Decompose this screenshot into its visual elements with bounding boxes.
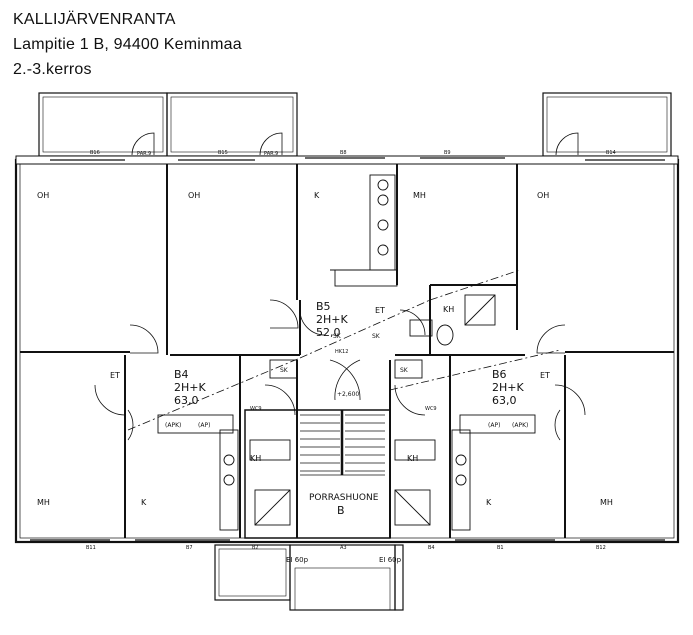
room-ap-2: (AP) [198, 422, 210, 429]
room-labels: OH OH K MH OH KH ET ET ET KH KH MH K K M… [37, 191, 613, 507]
apartment-b4-type: 2H+K [174, 381, 206, 394]
room-sk-3: SK [333, 333, 342, 340]
room-et-b5: ET [375, 306, 385, 315]
room-kh-b6: KH [407, 454, 418, 463]
room-sk-2: SK [400, 367, 409, 374]
balcony-label-2: B15 [218, 150, 228, 156]
room-et-b6: ET [540, 371, 550, 380]
bottom-label-5: B4 [428, 545, 435, 551]
stairwell-labels: PORRASHUONE B +2,600 EI 60p EI 60p [286, 391, 402, 564]
apartment-b5-id: B5 [316, 300, 331, 313]
floor-level: 2.-3.kerros [13, 61, 92, 78]
windows [30, 157, 665, 541]
bottom-label-6: B1 [497, 545, 504, 551]
room-ap-3: (AP) [488, 422, 500, 429]
fixtures [157, 174, 536, 531]
apartment-b5-type: 2H+K [316, 313, 348, 326]
balcony-label-5: B14 [606, 150, 616, 156]
bottom-label-3: B2 [252, 545, 259, 551]
apartment-b4-area: 63,0 [174, 394, 199, 407]
entrance-canopy [214, 544, 404, 611]
balcony-label-4: B9 [444, 150, 451, 156]
par-label-1: PAR.9 [137, 151, 151, 157]
wc-label-2: WC9 [425, 406, 437, 412]
room-mh-b4: MH [37, 498, 50, 507]
room-oh-1: OH [37, 191, 49, 200]
room-oh-3: OH [537, 191, 549, 200]
room-et-b4: ET [110, 371, 120, 380]
room-sk-1: SK [280, 367, 289, 374]
room-mh-top: MH [413, 191, 426, 200]
fire-rating-left: EI 60p [286, 556, 309, 564]
interior-walls [20, 164, 674, 539]
bottom-label-1: B11 [86, 545, 96, 551]
room-ap-1: (APK) [165, 422, 181, 429]
room-mh-b6: MH [600, 498, 613, 507]
hk-label: HK12 [335, 349, 348, 355]
balcony-label-3: B8 [340, 150, 347, 156]
project-title: KALLIJÄRVENRANTA [13, 11, 176, 28]
room-kh-b4: KH [250, 454, 261, 463]
bottom-label-7: B12 [596, 545, 606, 551]
room-k-b4: K [141, 498, 147, 507]
apartment-b4-id: B4 [174, 368, 189, 381]
fire-rating-right: EI 60p [379, 556, 402, 564]
wc-label-1: WC9 [250, 406, 262, 412]
balcony-label-1: B16 [90, 150, 100, 156]
room-oh-2: OH [188, 191, 200, 200]
room-ap-4: (APK) [512, 422, 528, 429]
room-k-b6: K [486, 498, 492, 507]
apartment-b6-id: B6 [492, 368, 507, 381]
stair-treads [300, 410, 385, 476]
apartment-labels: B5 2H+K 52,0 B4 2H+K 63,0 B6 2H+K 63,0 [174, 300, 524, 407]
apartment-b5-area: 52,0 [316, 326, 341, 339]
bottom-label-2: B7 [186, 545, 193, 551]
stairwell-name: PORRASHUONE [309, 493, 379, 503]
bottom-label-4: A3 [340, 545, 347, 551]
apartment-b6-area: 63,0 [492, 394, 517, 407]
dashed-lines [127, 269, 561, 431]
stairwell-level: +2,600 [337, 391, 359, 398]
stairwell-letter: B [337, 504, 345, 517]
par-label-2: PAR.9 [264, 151, 278, 157]
room-k-top: K [314, 191, 320, 200]
project-address: Lampitie 1 B, 94400 Keminmaa [13, 36, 242, 53]
door-swings [94, 132, 586, 441]
room-sk-4: SK [372, 333, 381, 340]
apartment-b6-type: 2H+K [492, 381, 524, 394]
room-kh-b5: KH [443, 305, 454, 314]
small-labels: B16 B15 B8 B9 B14 PAR.9 PAR.9 B11 B7 B2 … [86, 150, 616, 551]
